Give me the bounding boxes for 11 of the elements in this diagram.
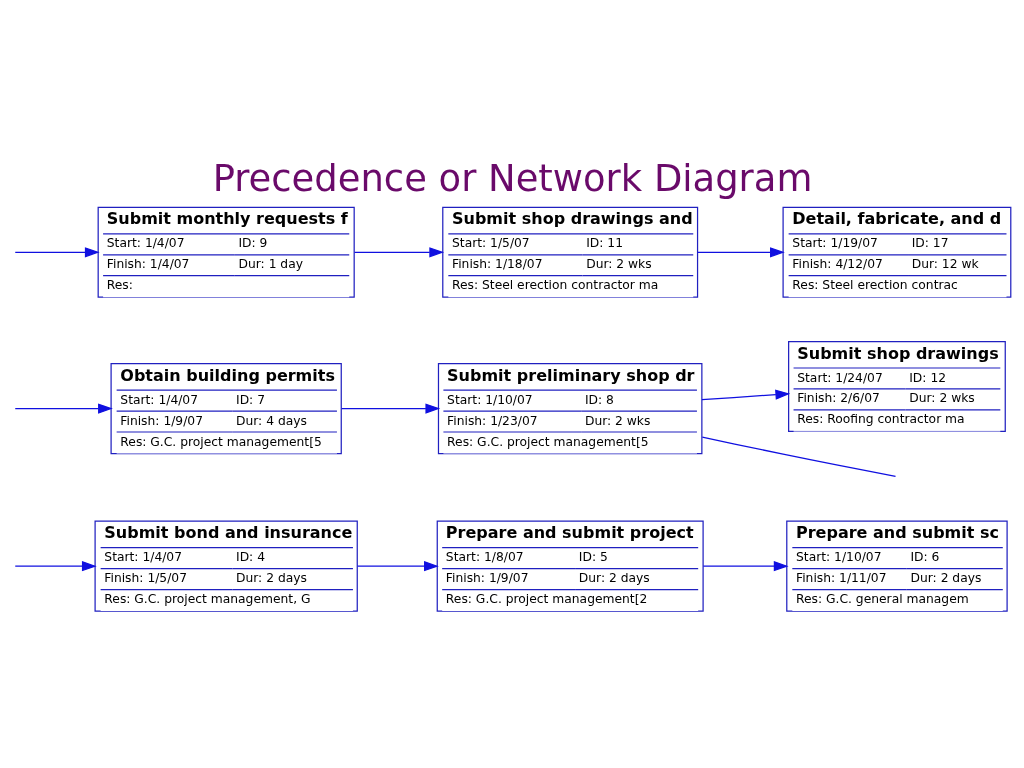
arrow — [14, 247, 100, 258]
arrow — [702, 561, 789, 572]
arrow — [340, 403, 440, 414]
arrow — [14, 561, 97, 572]
diagram-title: Precedence or Network Diagram — [212, 157, 812, 201]
arrow — [356, 561, 439, 572]
arrow — [700, 389, 790, 401]
arrow — [696, 247, 785, 258]
arrow — [14, 403, 113, 414]
connector — [701, 436, 896, 477]
arrow — [353, 247, 444, 258]
